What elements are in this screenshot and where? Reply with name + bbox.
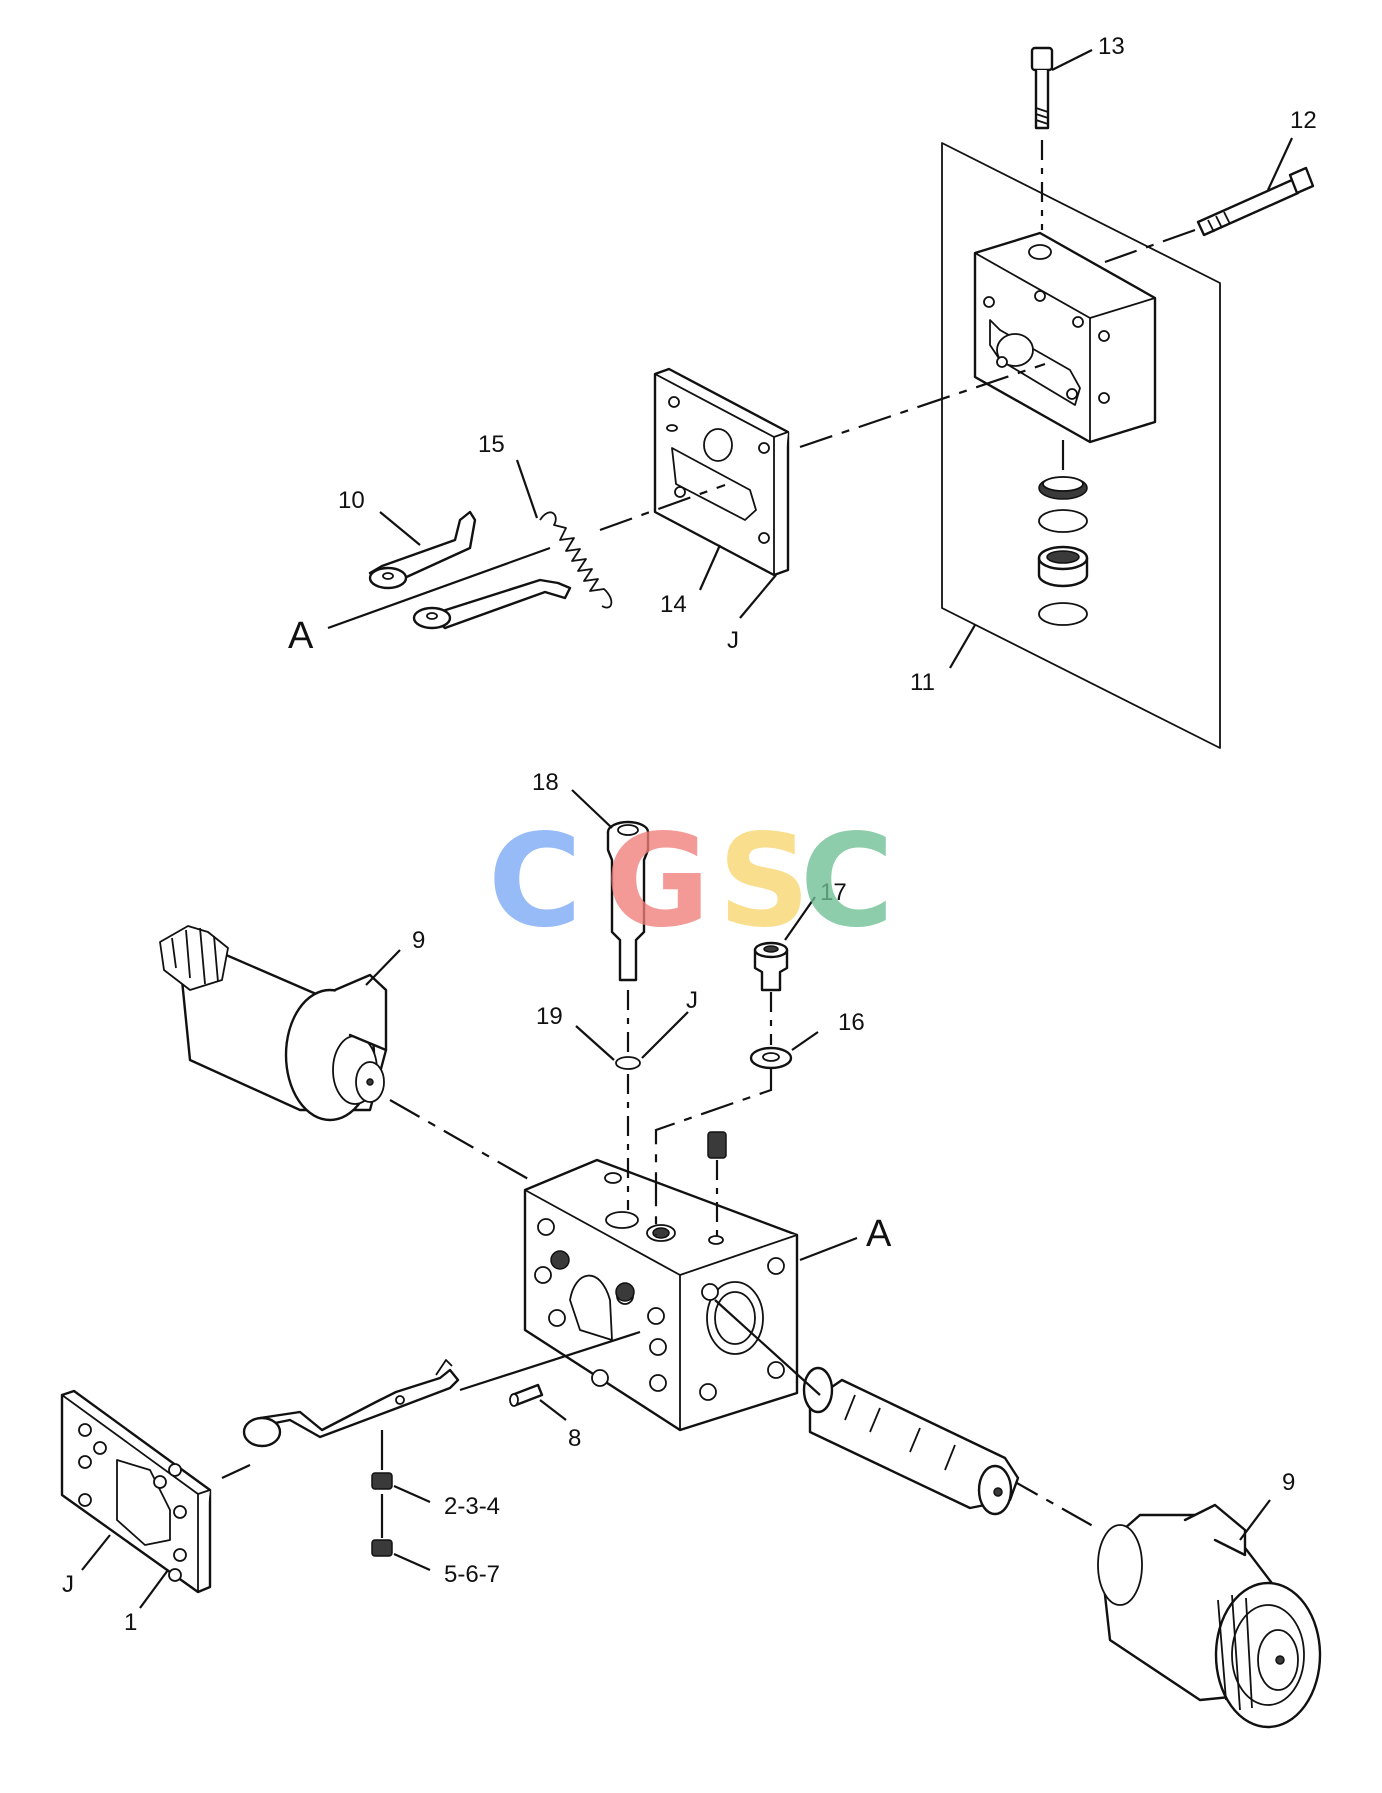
callout-11: 11 bbox=[910, 669, 935, 696]
callout-15: 15 bbox=[478, 431, 505, 458]
callout-12: 12 bbox=[1290, 107, 1317, 134]
callout-j-bottom: J bbox=[62, 1571, 74, 1598]
gasket-14 bbox=[653, 362, 1046, 577]
lever-bottom bbox=[242, 1359, 460, 1448]
solenoid-9-right bbox=[1007, 1477, 1322, 1729]
pin-8 bbox=[459, 1330, 641, 1407]
callout-2-3-4: 2-3-4 bbox=[444, 1493, 500, 1520]
valve-body-main bbox=[523, 1158, 799, 1432]
callout-leaders bbox=[81, 49, 1293, 1609]
callout-18: 18 bbox=[532, 769, 559, 796]
plate-11 bbox=[941, 142, 1221, 749]
set-screw bbox=[707, 1131, 727, 1236]
washer-16 bbox=[749, 1046, 793, 1070]
plug-17 bbox=[753, 941, 789, 1045]
valve-block-top bbox=[973, 231, 1157, 444]
callout-17: 17 bbox=[820, 879, 847, 906]
callout-8: 8 bbox=[568, 1425, 581, 1452]
lever-10 bbox=[368, 510, 572, 630]
callout-13: 13 bbox=[1098, 33, 1125, 60]
callout-10: 10 bbox=[338, 487, 365, 514]
nuts bbox=[371, 1430, 393, 1557]
gasket-1 bbox=[60, 1389, 251, 1594]
bolt-12 bbox=[1104, 166, 1315, 264]
callout-j-mid: J bbox=[686, 987, 698, 1014]
solenoid-9-left bbox=[159, 925, 531, 1181]
watermark-logo: C G S C bbox=[488, 807, 894, 956]
bolt-18 bbox=[606, 820, 650, 982]
callout-9-left: 9 bbox=[412, 927, 425, 954]
callout-9-right: 9 bbox=[1282, 1469, 1295, 1496]
watermark-letter-c1: C bbox=[488, 807, 582, 956]
spool bbox=[714, 1299, 1020, 1516]
watermark-letter-s: S bbox=[718, 807, 810, 956]
bolt-13 bbox=[1030, 46, 1054, 230]
callout-1: 1 bbox=[124, 1609, 137, 1636]
oring-19 bbox=[615, 1056, 641, 1070]
callout-14: 14 bbox=[660, 591, 687, 618]
callout-a-top: A bbox=[288, 615, 314, 657]
callout-16: 16 bbox=[838, 1009, 865, 1036]
axis-16 bbox=[654, 1068, 773, 1235]
callout-19: 19 bbox=[536, 1003, 563, 1030]
watermark-letter-c2: C bbox=[800, 807, 894, 956]
callout-5-6-7: 5-6-7 bbox=[444, 1561, 500, 1588]
spring-15 bbox=[539, 511, 613, 609]
callout-a-main: A bbox=[866, 1213, 892, 1255]
seal-stack bbox=[1037, 440, 1089, 626]
callout-j-top: J bbox=[727, 627, 739, 654]
watermark-letter-g: G bbox=[605, 807, 710, 956]
